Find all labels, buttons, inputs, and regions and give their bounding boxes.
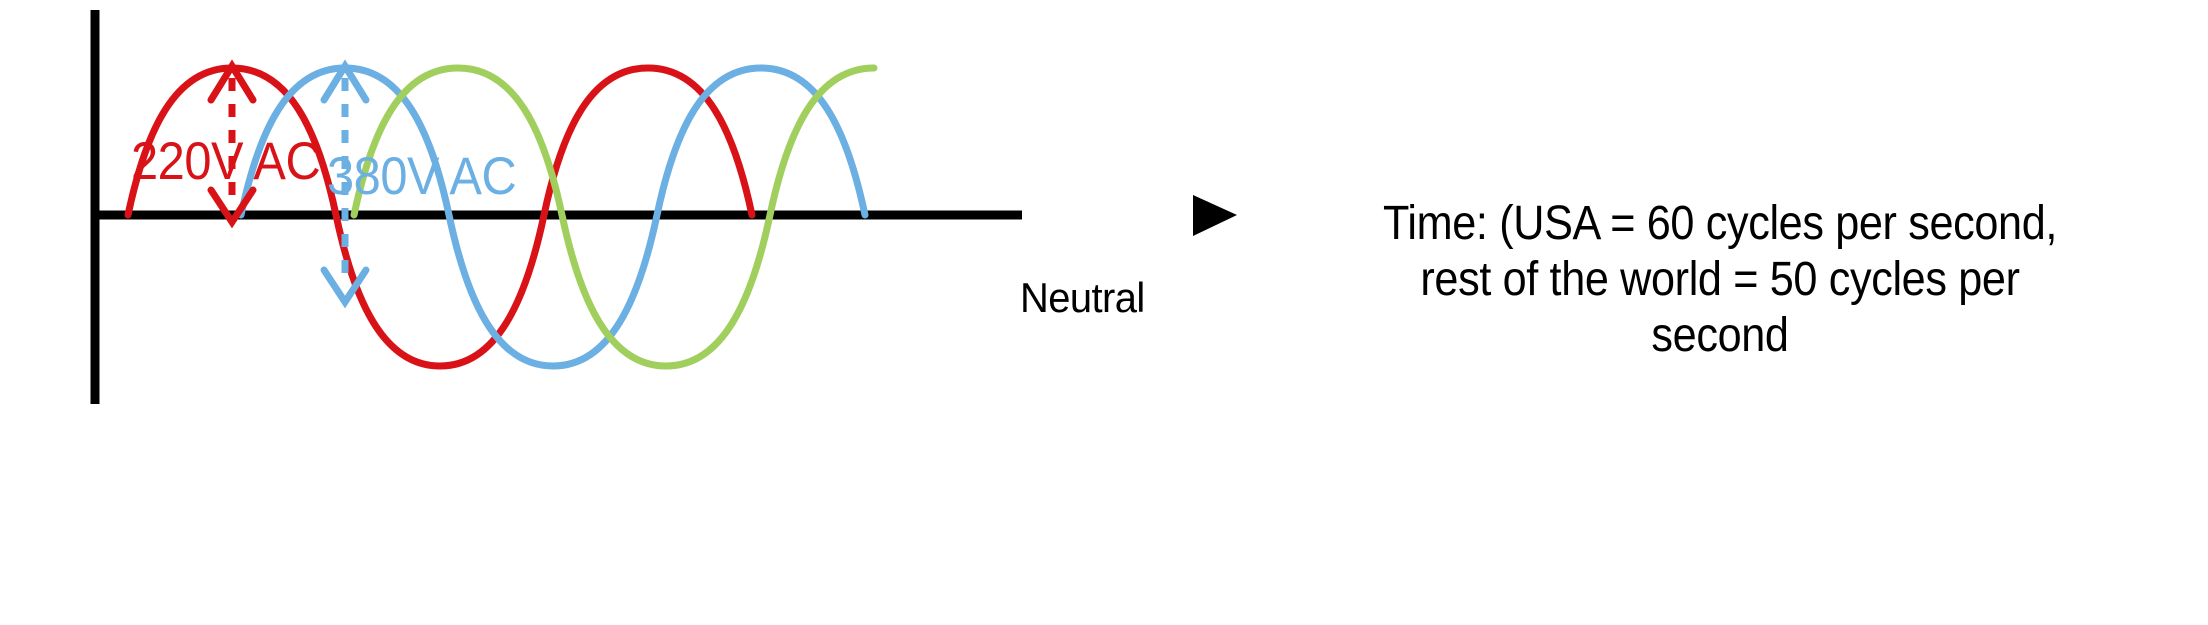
label-380v-ac: 380V AC (327, 147, 517, 206)
waveform-green-phase3 (350, 64, 878, 370)
time-note-block: Time: (USA = 60 cycles per second, rest … (1279, 196, 2161, 364)
right-triangle-arrow-icon (1193, 195, 1237, 236)
label-220v-ac: 220V AC (131, 132, 321, 191)
time-note-line-2: rest of the world = 50 cycles per (1420, 253, 2020, 306)
red-amplitude-arrow (207, 59, 257, 229)
time-note-line-3: second (1651, 309, 1789, 362)
neutral-axis-label: Neutral (1020, 274, 1145, 321)
time-note-line-1: Time: (USA = 60 cycles per second, (1382, 197, 2058, 250)
blue-amplitude-arrow (320, 59, 370, 309)
